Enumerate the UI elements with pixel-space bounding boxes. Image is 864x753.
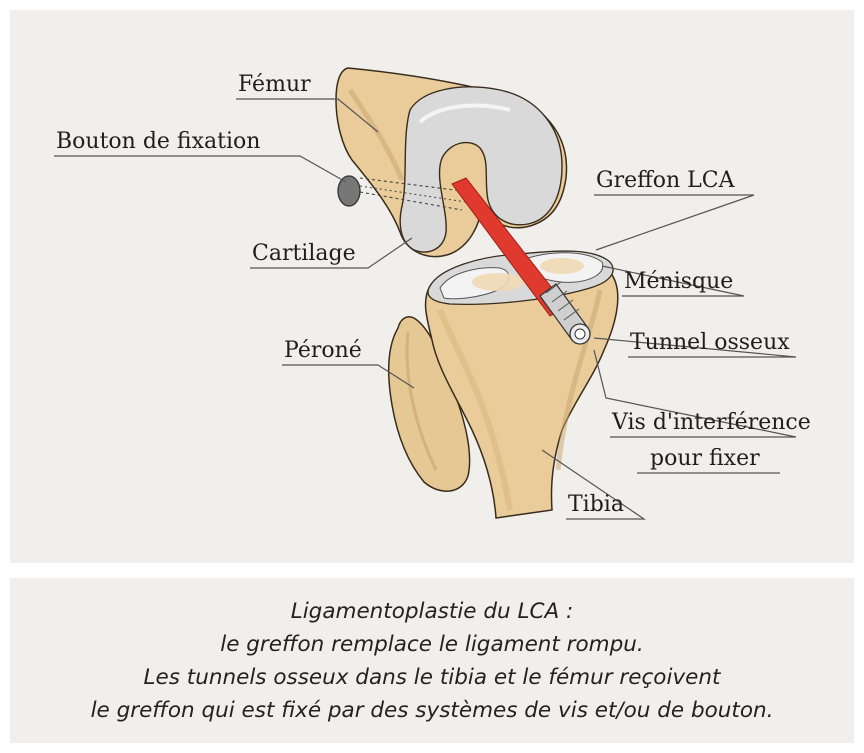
label-cartilage: Cartilage: [252, 241, 356, 266]
label-tibia: Tibia: [568, 492, 624, 517]
label-interference-screw-2: pour fixer: [650, 446, 760, 471]
label-acl-graft: Greffon LCA: [596, 168, 736, 193]
label-fibula: Péroné: [284, 338, 362, 363]
label-meniscus: Ménisque: [624, 269, 733, 294]
knee-diagram-panel: Fémur Bouton de fixation Greffon LCA Car…: [10, 10, 854, 563]
caption-line-3: Les tunnels osseux dans le tibia et le f…: [144, 661, 721, 694]
label-interference-screw: Vis d'interférence: [611, 410, 811, 435]
knee-illustration: Fémur Bouton de fixation Greffon LCA Car…: [10, 10, 854, 563]
label-fixation-button: Bouton de fixation: [56, 129, 260, 154]
fixation-button: [338, 176, 360, 206]
caption-line-4: le greffon qui est fixé par des systèmes…: [91, 694, 774, 727]
caption-line-2: le greffon remplace le ligament rompu.: [220, 628, 643, 661]
label-femur: Fémur: [238, 72, 311, 97]
caption-line-1: Ligamentoplastie du LCA :: [291, 595, 574, 628]
label-bone-tunnel: Tunnel osseux: [630, 330, 790, 355]
figure-caption: Ligamentoplastie du LCA : le greffon rem…: [10, 578, 854, 743]
